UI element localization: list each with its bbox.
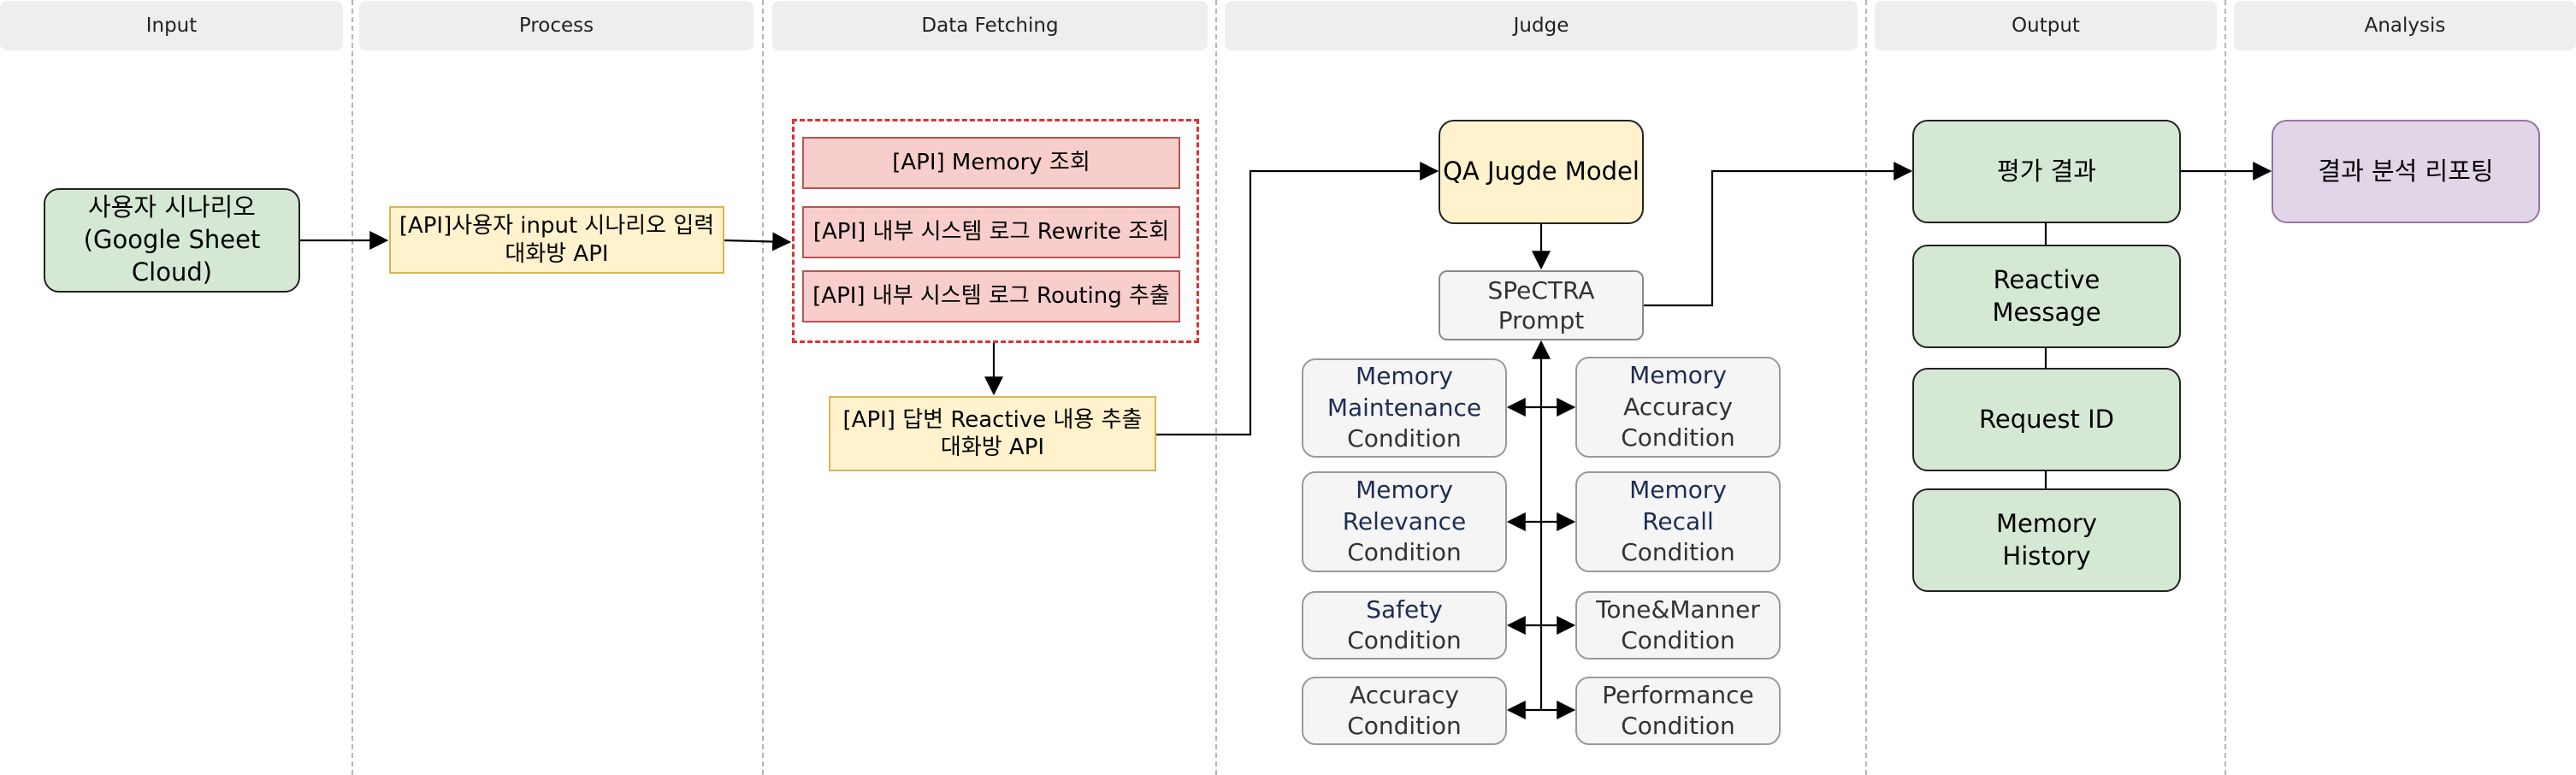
lane-header-analysis: Analysis: [2234, 1, 2576, 50]
spectra-prompt-sub: Prompt: [1498, 306, 1585, 334]
memory-recall-line-1: Memory: [1629, 476, 1727, 505]
request-id-node: Request ID: [1912, 368, 2181, 471]
lane-header-input: Input: [0, 1, 343, 50]
user-scenario-source: (Google Sheet Cloud): [83, 225, 261, 287]
accuracy-condition-node: Accuracy Condition: [1302, 677, 1507, 745]
reactive-message-line-1: Reactive: [1993, 264, 2100, 294]
memory-history-line-1: Memory: [1996, 508, 2097, 538]
memory-accuracy-line-1: Memory: [1629, 361, 1727, 390]
safety-line-2: Condition: [1347, 626, 1462, 654]
routing-extract-node: [API] 내부 시스템 로그 Routing 추출: [802, 270, 1180, 322]
reactive-extract-api-sub: 대화방 API: [940, 435, 1045, 460]
memory-lookup-node: [API] Memory 조회: [802, 137, 1180, 189]
scenario-input-api-label: [API]사용자 input 시나리오 입력: [399, 213, 715, 239]
qa-judge-model-node: QA Jugde Model: [1439, 120, 1644, 224]
memory-maintenance-line-2: Maintenance: [1326, 393, 1482, 422]
tone-manner-condition-node: Tone&Manner Condition: [1575, 591, 1781, 660]
spectra-prompt-title: SPeCTRA: [1487, 276, 1595, 305]
user-scenario-node: 사용자 시나리오 (Google Sheet Cloud): [44, 188, 300, 293]
memory-accuracy-line-3: Condition: [1621, 423, 1735, 453]
edge-input-api-to-fetch-group: [724, 232, 792, 251]
evaluation-result-node: 평가 결과: [1912, 120, 2181, 223]
memory-relevance-line-2: Relevance: [1342, 506, 1467, 535]
tone-manner-line-2: Condition: [1621, 626, 1735, 654]
reactive-message-node: Reactive Message: [1912, 245, 2181, 348]
memory-recall-line-2: Recall: [1642, 506, 1714, 535]
lane-header-output: Output: [1875, 1, 2217, 50]
tone-manner-line-1: Tone&Manner: [1596, 595, 1760, 624]
performance-line-2: Condition: [1621, 712, 1735, 740]
performance-condition-node: Performance Condition: [1575, 677, 1781, 745]
memory-history-line-2: History: [2002, 541, 2091, 571]
performance-line-1: Performance: [1602, 680, 1754, 709]
lane-divider: [2224, 0, 2226, 775]
memory-maintenance-line-3: Condition: [1347, 424, 1462, 453]
lane-divider: [352, 0, 353, 775]
memory-relevance-condition-node: Memory Relevance Condition: [1302, 471, 1507, 572]
memory-accuracy-condition-node: Memory Accuracy Condition: [1575, 357, 1781, 458]
edge-reactive-api-to-judge: [1156, 162, 1439, 436]
reactive-extract-api-node: [API] 답변 Reactive 내용 추출 대화방 API: [829, 396, 1156, 471]
accuracy-line-1: Accuracy: [1350, 680, 1459, 709]
lane-divider: [1865, 0, 1867, 775]
memory-recall-line-3: Condition: [1621, 538, 1735, 567]
accuracy-line-2: Condition: [1347, 712, 1462, 740]
scenario-input-api-sub: 대화방 API: [505, 240, 609, 267]
memory-recall-condition-node: Memory Recall Condition: [1575, 471, 1781, 572]
lane-divider: [1215, 0, 1217, 775]
scenario-input-api-node: [API]사용자 input 시나리오 입력 대화방 API: [389, 206, 724, 274]
memory-history-node: Memory History: [1912, 488, 2181, 592]
memory-maintenance-line-1: Memory: [1356, 362, 1453, 391]
memory-maintenance-condition-node: Memory Maintenance Condition: [1302, 358, 1507, 458]
reactive-message-line-2: Message: [1992, 297, 2101, 327]
lane-header-process: Process: [359, 1, 753, 50]
lane-header-judge: Judge: [1225, 1, 1858, 50]
safety-line-1: Safety: [1366, 595, 1443, 624]
lane-header-data-fetching: Data Fetching: [772, 1, 1208, 50]
rewrite-lookup-node: [API] 내부 시스템 로그 Rewrite 조회: [802, 206, 1180, 258]
lane-divider: [762, 0, 764, 775]
data-fetch-group: [792, 119, 1199, 343]
memory-accuracy-line-2: Accuracy: [1623, 392, 1733, 421]
spectra-prompt-node: SPeCTRA Prompt: [1439, 270, 1644, 340]
user-scenario-label: 사용자 시나리오: [88, 192, 256, 222]
edge-prompt-to-result: [1644, 162, 1913, 307]
memory-relevance-line-3: Condition: [1347, 538, 1462, 567]
analysis-report-node: 결과 분석 리포팅: [2272, 120, 2540, 223]
memory-relevance-line-1: Memory: [1356, 476, 1453, 505]
reactive-extract-api-label: [API] 답변 Reactive 내용 추출: [842, 406, 1143, 433]
safety-condition-node: Safety Condition: [1302, 591, 1507, 660]
